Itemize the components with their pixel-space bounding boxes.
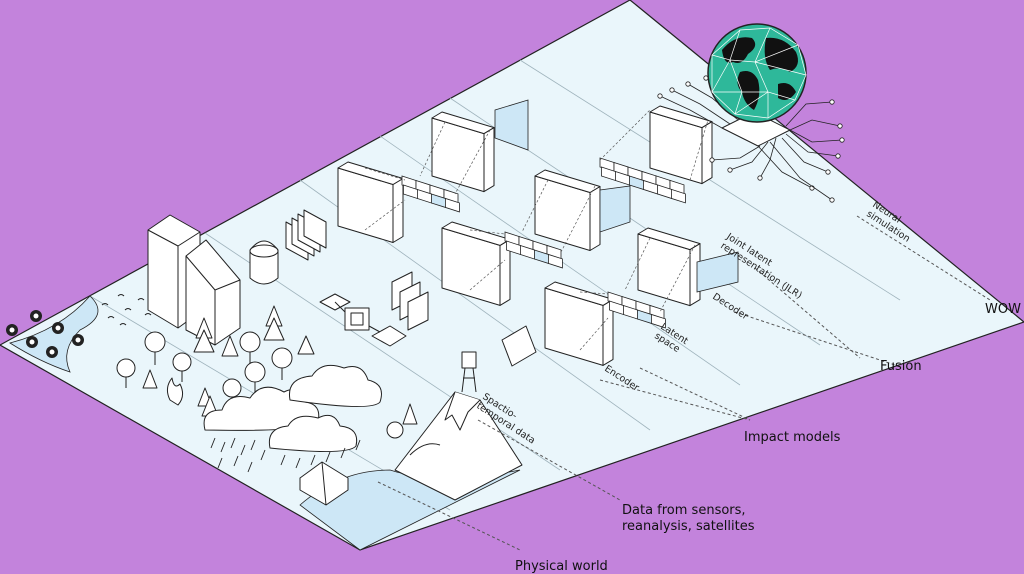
weather-station (461, 351, 477, 393)
house (299, 461, 349, 506)
fusion-wedges (494, 99, 739, 293)
callout-impact-models: Impact models (744, 430, 841, 445)
callout-wow: WOW (985, 302, 1021, 317)
circuit-trace (769, 141, 835, 203)
circuit-trace (669, 87, 731, 125)
model-box (534, 169, 601, 251)
globe-icon (707, 23, 807, 123)
model-box (337, 161, 404, 243)
circuit-trace (727, 141, 769, 173)
model-box (649, 105, 713, 185)
circuit-trace (781, 137, 831, 175)
label-leaders (377, 215, 991, 551)
callout-fusion: Fusion (880, 359, 922, 374)
mountain (394, 391, 523, 501)
callout-physical-world: Physical world (515, 559, 608, 574)
callout-sensor-data-line-2: reanalysis, satellites (622, 519, 755, 534)
circuit-trace (789, 129, 845, 143)
circuit-trace (709, 145, 761, 163)
sensor-data-sheets (285, 209, 537, 367)
storm-clouds (203, 364, 382, 453)
latent-grid (607, 291, 666, 329)
latent-grid (504, 231, 563, 269)
callout-sensor-data-line-1: Data from sensors, (622, 503, 746, 518)
buildings (147, 214, 279, 346)
circuit-trace (757, 137, 777, 181)
grass-marks (101, 294, 165, 326)
forest (116, 305, 418, 439)
projection-lines (364, 109, 709, 351)
model-box (441, 221, 511, 306)
callout-sensor-data: Data from sensors, reanalysis, satellite… (622, 503, 755, 534)
circuit-trace (789, 119, 843, 131)
circuit-trace (657, 93, 723, 129)
model-box (431, 111, 495, 193)
model-box (637, 227, 701, 307)
model-boxes (337, 105, 713, 366)
latent-grids (401, 157, 686, 329)
latent-grid (599, 157, 686, 204)
circuit-trace (785, 99, 835, 127)
latent-grid (401, 175, 460, 213)
circuit-trace (785, 133, 841, 159)
sunflowers (6, 310, 84, 358)
satellite (319, 293, 407, 347)
rain (210, 437, 361, 473)
river-left (9, 295, 99, 373)
